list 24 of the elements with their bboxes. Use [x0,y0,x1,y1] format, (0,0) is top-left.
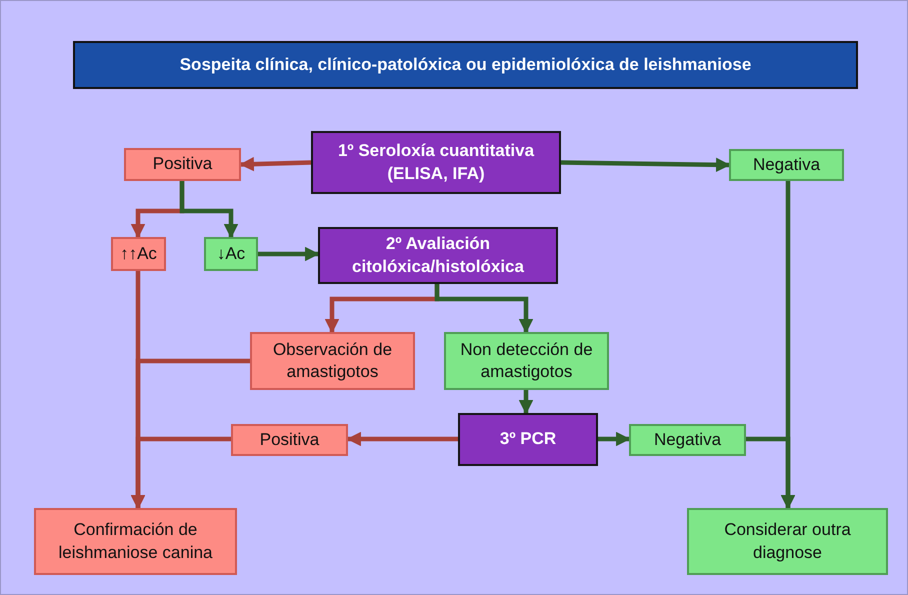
arrow [518,390,534,414]
arrow [258,246,320,262]
process-box: 2º Avaliación citolóxica/histolóxica [318,227,558,284]
arrow [434,284,534,334]
arrow [130,271,146,510]
result-box: Observación de amastigotos [250,332,415,390]
result-box: ↑↑Ac [111,237,166,271]
arrow [180,181,238,238]
result-box: Non detección de amastigotos [444,332,609,390]
result-box: Positiva [231,424,348,456]
arrow [598,432,630,446]
outcome-box: Considerar outra diagnose [687,508,888,575]
arrow [346,432,458,446]
result-box: ↓Ac [204,237,258,271]
title-banner: Sospeita clínica, clínico-patolóxica ou epidemiolóxica de leishmaniose [73,41,858,89]
process-box: 1º Seroloxía cuantitativa (ELISA, IFA) [311,131,561,194]
result-box: Negativa [629,424,746,456]
arrow [560,158,730,172]
result-box: Positiva [124,148,241,181]
arrow [780,181,796,510]
arrow [240,156,312,172]
outcome-box: Confirmación de leishmaniose canina [34,508,237,575]
process-box: 3º PCR [458,413,598,466]
result-box: Negativa [729,149,844,181]
